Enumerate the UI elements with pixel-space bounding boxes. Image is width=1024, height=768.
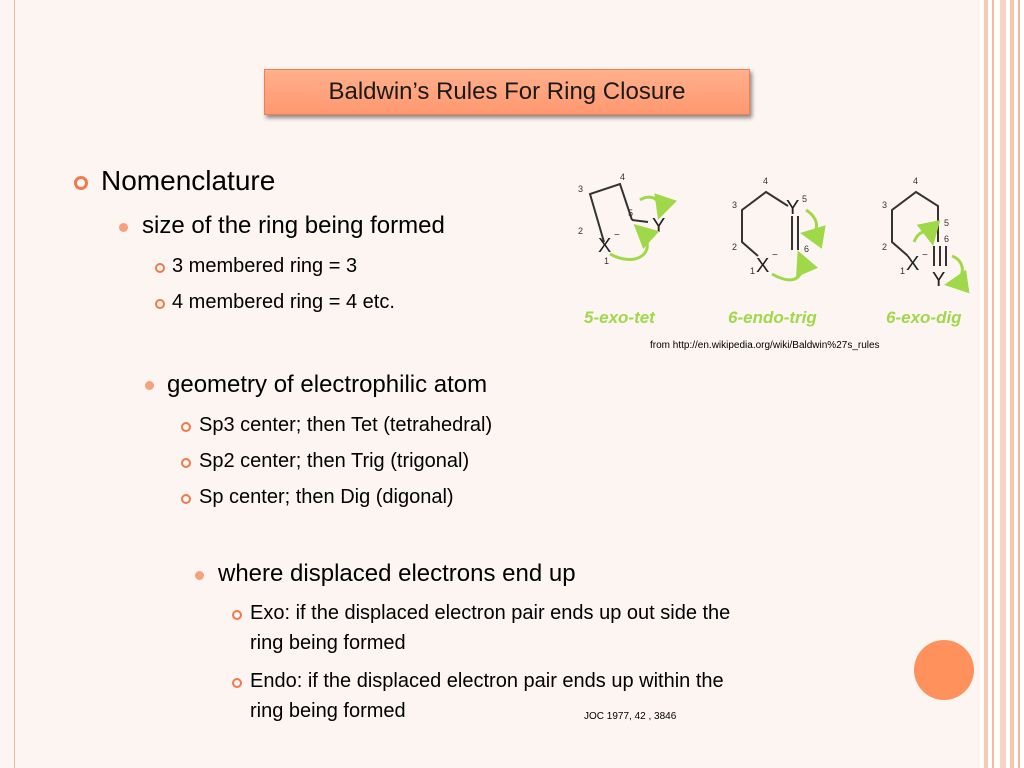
atom-number: 4: [763, 176, 768, 186]
diagram-label: 6-exo-dig: [886, 308, 962, 327]
list-item: 3 membered ring = 3: [172, 255, 358, 277]
atom-number: 5: [628, 208, 633, 218]
diagram-6-endo-trig: X Y 1 2 3 4 5 6 − 6-endo-trig: [728, 176, 826, 327]
atom-number: 3: [732, 200, 737, 210]
bullet-ring-icon: [74, 176, 88, 190]
charge-sign: −: [922, 250, 928, 261]
atom-x: X: [756, 255, 769, 277]
atom-y: Y: [652, 215, 665, 237]
atom-number: 1: [900, 266, 905, 276]
atom-number: 5: [802, 194, 807, 204]
bullet-ring-icon: [232, 610, 242, 620]
slide-title: Baldwin’s Rules For Ring Closure: [328, 78, 686, 105]
decorative-circle: [914, 640, 974, 700]
section-heading: where displaced electrons end up: [218, 560, 576, 587]
diagram-label: 6-endo-trig: [728, 308, 817, 327]
slide-title-box: Baldwin’s Rules For Ring Closure: [264, 69, 750, 115]
right-frame-stripes: [980, 0, 1024, 768]
list-item: Sp3 center; then Tet (tetrahedral): [199, 414, 493, 436]
bullet-ring-icon: [181, 458, 191, 468]
atom-number: 6: [804, 244, 809, 254]
bullet-dot-icon: [119, 223, 128, 232]
atom-number: 2: [578, 226, 583, 236]
bullet-ring-icon: [232, 678, 242, 688]
atom-number: 4: [620, 172, 625, 182]
atom-number: 2: [732, 242, 737, 252]
bullet-dot-icon: [145, 381, 154, 390]
atom-number: 2: [882, 242, 887, 252]
baldwin-ring-closure-diagrams: X Y 1 2 3 4 5 − 5-exo-tet X Y 1 2 3 4 5 …: [578, 172, 970, 327]
left-frame-line: [0, 0, 15, 768]
list-item-line: ring being formed: [250, 700, 406, 722]
section-heading: geometry of electrophilic atom: [167, 371, 488, 398]
citation-wikipedia: from http://en.wikipedia.org/wiki/Baldwi…: [650, 340, 880, 351]
atom-x: X: [598, 235, 611, 257]
section-heading: size of the ring being formed: [142, 212, 445, 239]
atom-number: 5: [944, 218, 949, 228]
charge-sign: −: [772, 250, 778, 261]
citation-joc: JOC 1977, 42 , 3846: [584, 711, 677, 722]
bullet-ring-icon: [181, 422, 191, 432]
charge-sign: −: [614, 230, 620, 241]
atom-number: 3: [882, 200, 887, 210]
list-item-line: Endo: if the displaced electron pair end…: [250, 670, 724, 692]
atom-number: 6: [944, 234, 949, 244]
atom-number: 4: [913, 176, 918, 186]
list-item-line: Exo: if the displaced electron pair ends…: [250, 602, 731, 624]
diagram-5-exo-tet: X Y 1 2 3 4 5 − 5-exo-tet: [578, 172, 678, 327]
list-item-line: ring being formed: [250, 632, 406, 654]
atom-y: Y: [932, 269, 945, 291]
list-item: Sp center; then Dig (digonal): [199, 486, 454, 508]
atom-number: 3: [578, 184, 583, 194]
bullet-ring-icon: [155, 299, 165, 309]
heading-nomenclature: Nomenclature: [101, 165, 276, 196]
diagram-6-exo-dig: X Y 1 2 3 4 5 6 − 6-exo-dig: [882, 176, 970, 327]
list-item: 4 membered ring = 4 etc.: [172, 291, 395, 313]
bullet-ring-icon: [181, 494, 191, 504]
bullet-ring-icon: [155, 263, 165, 273]
bullet-dot-icon: [195, 571, 204, 580]
atom-number: 1: [604, 256, 609, 266]
list-item: Sp2 center; then Trig (trigonal): [199, 450, 470, 472]
atom-number: 1: [750, 266, 755, 276]
atom-y: Y: [786, 197, 799, 219]
atom-x: X: [906, 253, 919, 275]
diagram-label: 5-exo-tet: [584, 308, 656, 327]
